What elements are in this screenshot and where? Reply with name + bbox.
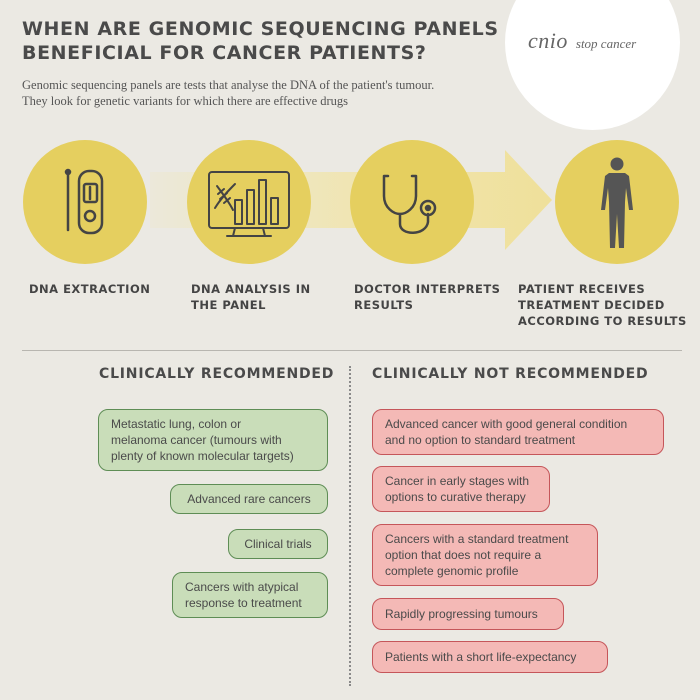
recommended-item-3-line-1: Clinical trials: [244, 537, 312, 551]
recommended-item-1-line-2: melanoma cancer (tumours with: [111, 433, 282, 447]
step-4-label-line-1: PATIENT RECEIVES: [518, 282, 646, 296]
title-line-1: WHEN ARE GENOMIC SEQUENCING PANELS: [22, 18, 499, 40]
dna-chart-monitor-icon: [208, 171, 290, 237]
step-patient-circle: [555, 140, 679, 264]
not-recommended-item: Cancers with a standard treatment option…: [372, 524, 598, 586]
logo: cnio stop cancer: [528, 28, 636, 54]
person-icon: [601, 157, 633, 248]
step-1-label-line-1: DNA EXTRACTION: [29, 282, 151, 296]
subtitle-line-1: Genomic sequencing panels are tests that…: [22, 78, 435, 92]
step-analysis-circle: [187, 140, 311, 264]
not-recommended-item-5-line-1: Patients with a short life-expectancy: [385, 650, 577, 664]
not-recommended-heading: CLINICALLY NOT RECOMMENDED: [372, 366, 649, 382]
step-3-label-line-2: RESULTS: [354, 298, 414, 312]
recommended-item-1-line-3: plenty of known molecular targets): [111, 449, 294, 463]
not-recommended-item-3-line-3: complete genomic profile: [385, 564, 519, 578]
logo-tagline: stop cancer: [575, 36, 637, 51]
not-recommended-item: Cancer in early stages with options to c…: [372, 466, 550, 512]
not-recommended-item: Patients with a short life-expectancy: [372, 641, 608, 673]
step-3-label: DOCTOR INTERPRETS RESULTS: [354, 281, 500, 313]
subtitle-line-2: They look for genetic variants for which…: [22, 94, 349, 108]
recommended-heading: CLINICALLY RECOMMENDED: [99, 366, 335, 382]
step-4-label: PATIENT RECEIVES TREATMENT DECIDED ACCOR…: [518, 281, 687, 329]
step-1-label: DNA EXTRACTION: [29, 281, 150, 297]
step-3-label-line-1: DOCTOR INTERPRETS: [354, 282, 501, 296]
not-recommended-item-4-line-1: Rapidly progressing tumours: [385, 607, 538, 621]
logo-circle: [505, 0, 680, 130]
not-recommended-item: Advanced cancer with good general condit…: [372, 409, 664, 455]
recommended-item: Cancers with atypical response to treatm…: [172, 572, 328, 618]
section-divider: [22, 350, 682, 351]
title-line-2: BENEFICIAL FOR CANCER PATIENTS?: [22, 42, 427, 64]
step-4-label-line-2: TREATMENT DECIDED: [518, 298, 665, 312]
stethoscope-icon: [382, 174, 437, 234]
column-divider: [349, 366, 351, 686]
recommended-item-4-line-1: Cancers with atypical: [185, 580, 299, 594]
step-4-label-line-3: ACCORDING TO RESULTS: [518, 314, 687, 328]
recommended-item: Metastatic lung, colon or melanoma cance…: [98, 409, 328, 471]
step-2-label-line-2: THE PANEL: [191, 298, 266, 312]
step-doctor-circle: [350, 140, 474, 264]
recommended-item-4-line-2: response to treatment: [185, 596, 302, 610]
not-recommended-item-1-line-1: Advanced cancer with good general condit…: [385, 417, 628, 431]
test-kit-icon: [64, 168, 104, 235]
logo-brand: cnio: [528, 28, 568, 53]
not-recommended-item-3-line-2: option that does not require a: [385, 548, 542, 562]
recommended-item: Advanced rare cancers: [170, 484, 328, 514]
recommended-item-1-line-1: Metastatic lung, colon or: [111, 417, 242, 431]
page-title: WHEN ARE GENOMIC SEQUENCING PANELS BENEF…: [22, 17, 499, 65]
not-recommended-item: Rapidly progressing tumours: [372, 598, 564, 630]
step-2-label-line-1: DNA ANALYSIS IN: [191, 282, 311, 296]
recommended-item-2-line-1: Advanced rare cancers: [187, 492, 311, 506]
not-recommended-item-2-line-1: Cancer in early stages with: [385, 474, 530, 488]
page-subtitle: Genomic sequencing panels are tests that…: [22, 77, 492, 109]
not-recommended-item-1-line-2: and no option to standard treatment: [385, 433, 576, 447]
not-recommended-item-3-line-1: Cancers with a standard treatment: [385, 532, 569, 546]
step-2-label: DNA ANALYSIS IN THE PANEL: [191, 281, 311, 313]
recommended-item: Clinical trials: [228, 529, 328, 559]
not-recommended-item-2-line-2: options to curative therapy: [385, 490, 526, 504]
step-extraction-circle: [23, 140, 147, 264]
